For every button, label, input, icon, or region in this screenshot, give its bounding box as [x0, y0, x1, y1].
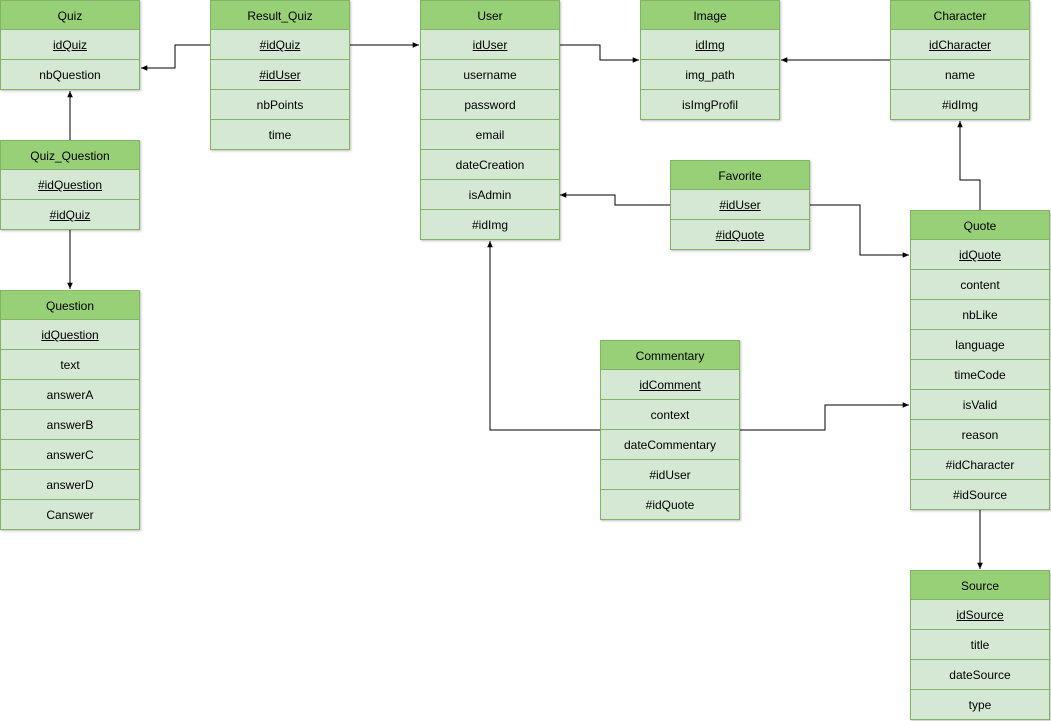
- entity-title: Quiz: [0, 0, 140, 30]
- key-field: idSource: [910, 600, 1050, 630]
- attribute-field: nbQuestion: [0, 60, 140, 90]
- attribute-field: title: [910, 630, 1050, 660]
- key-field: idComment: [600, 370, 740, 400]
- entity-quiz-question[interactable]: Quiz_Question#idQuestion#idQuiz: [0, 140, 140, 230]
- attribute-field: #idCharacter: [910, 450, 1050, 480]
- key-field: idQuote: [910, 240, 1050, 270]
- entity-title: Result_Quiz: [210, 0, 350, 30]
- attribute-field: password: [420, 90, 560, 120]
- key-field: #idQuiz: [0, 200, 140, 230]
- entity-title: Favorite: [670, 160, 810, 190]
- relation-favorite-to-user: [560, 192, 670, 206]
- relation-commentary-to-quote: [740, 402, 909, 431]
- attribute-field: text: [0, 350, 140, 380]
- key-field: idQuestion: [0, 320, 140, 350]
- attribute-field: img_path: [640, 60, 780, 90]
- entity-title: User: [420, 0, 560, 30]
- attribute-field: dateCommentary: [600, 430, 740, 460]
- attribute-field: time: [210, 120, 350, 150]
- key-field: idUser: [420, 30, 560, 60]
- attribute-field: isValid: [910, 390, 1050, 420]
- attribute-field: #idImg: [420, 210, 560, 240]
- attribute-field: Canswer: [0, 500, 140, 530]
- attribute-field: answerD: [0, 470, 140, 500]
- attribute-field: context: [600, 400, 740, 430]
- attribute-field: dateSource: [910, 660, 1050, 690]
- key-field: #idUser: [210, 60, 350, 90]
- attribute-field: content: [910, 270, 1050, 300]
- entity-title: Quote: [910, 210, 1050, 240]
- attribute-field: username: [420, 60, 560, 90]
- key-field: #idQuestion: [0, 170, 140, 200]
- attribute-field: #idSource: [910, 480, 1050, 510]
- entity-title: Source: [910, 570, 1050, 600]
- attribute-field: nbLike: [910, 300, 1050, 330]
- key-field: idQuiz: [0, 30, 140, 60]
- attribute-field: answerC: [0, 440, 140, 470]
- key-field: #idUser: [670, 190, 810, 220]
- attribute-field: isImgProfil: [640, 90, 780, 120]
- relation-quote-to-character: [957, 121, 981, 210]
- attribute-field: nbPoints: [210, 90, 350, 120]
- attribute-field: timeCode: [910, 360, 1050, 390]
- attribute-field: answerA: [0, 380, 140, 410]
- relation-commentary-to-user: [487, 241, 600, 431]
- attribute-field: dateCreation: [420, 150, 560, 180]
- entity-title: Question: [0, 290, 140, 320]
- entity-title: Commentary: [600, 340, 740, 370]
- attribute-field: language: [910, 330, 1050, 360]
- key-field: #idQuote: [670, 220, 810, 250]
- attribute-field: email: [420, 120, 560, 150]
- entity-title: Quiz_Question: [0, 140, 140, 170]
- key-field: idCharacter: [890, 30, 1030, 60]
- attribute-field: type: [910, 690, 1050, 720]
- key-field: #idQuiz: [210, 30, 350, 60]
- attribute-field: reason: [910, 420, 1050, 450]
- attribute-field: answerB: [0, 410, 140, 440]
- entity-title: Character: [890, 0, 1030, 30]
- attribute-field: name: [890, 60, 1030, 90]
- relation-favorite-to-quote: [810, 204, 909, 258]
- attribute-field: #idQuote: [600, 490, 740, 520]
- entity-title: Image: [640, 0, 780, 30]
- relation-user-to-image: [560, 44, 639, 63]
- key-field: idImg: [640, 30, 780, 60]
- attribute-field: isAdmin: [420, 180, 560, 210]
- entity-favorite[interactable]: Favorite#idUser#idQuote: [670, 160, 810, 250]
- relation-result-quiz-to-quiz: [141, 44, 210, 71]
- attribute-field: #idImg: [890, 90, 1030, 120]
- attribute-field: #idUser: [600, 460, 740, 490]
